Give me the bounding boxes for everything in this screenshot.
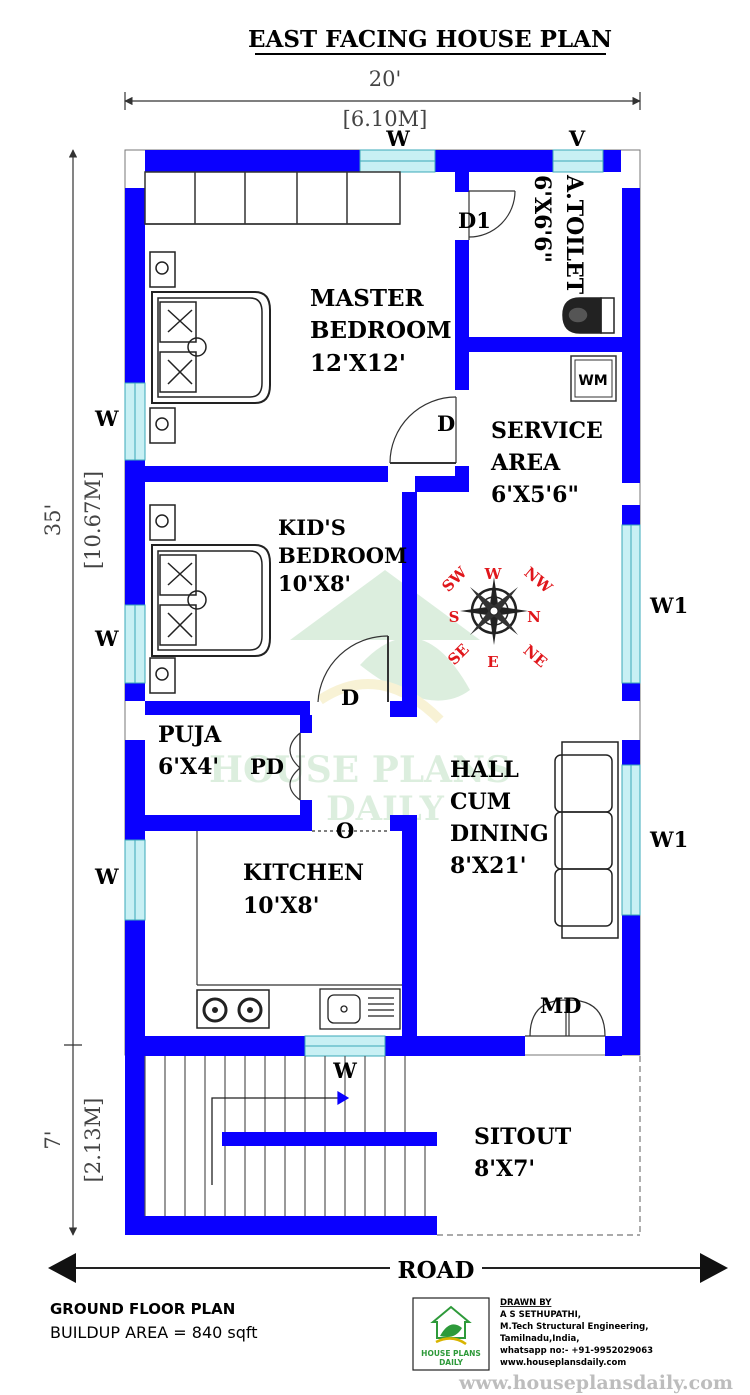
window-label-top: W xyxy=(385,126,410,151)
window-label-bottom: W xyxy=(332,1058,357,1083)
compass-nw: NW xyxy=(521,563,557,597)
window-label-left-1: W xyxy=(94,406,119,431)
wardrobe-icon xyxy=(144,171,401,225)
opening-label: O xyxy=(336,818,354,843)
sink-icon xyxy=(319,988,401,1030)
depth-m: [10.67M] xyxy=(81,471,105,569)
compass-sw: SW xyxy=(438,563,471,596)
logo-line2: DAILY xyxy=(439,1358,463,1367)
master-bedroom-name-1: MASTER xyxy=(310,285,425,312)
kitchen-label: KITCHEN 10'X8' xyxy=(243,860,364,919)
ventilator-label: V xyxy=(568,126,586,151)
sitout-m: [2.13M] xyxy=(81,1098,105,1183)
service-area-name: SERVICE xyxy=(491,418,603,444)
master-bed-icon xyxy=(149,251,271,444)
door-puja-label: PD xyxy=(250,754,284,779)
hall-name-3: DINING xyxy=(450,821,549,847)
compass-w: W xyxy=(484,565,503,583)
sitout-ft: 7' xyxy=(41,1130,65,1149)
door-kids-label: D xyxy=(341,685,359,710)
sofa-icon xyxy=(554,741,619,939)
kids-bedroom-size: 10'X8' xyxy=(278,571,351,596)
door-d1-label: D1 xyxy=(458,208,491,233)
width-dimension: 20' [6.10M] xyxy=(124,67,641,131)
kitchen-size: 10'X8' xyxy=(243,893,319,919)
kids-bedroom-label: KID'S BEDROOM 10'X8' xyxy=(278,515,407,596)
window-label-right-2: W1 xyxy=(649,827,688,852)
stove-icon xyxy=(196,989,270,1029)
kids-bed-icon xyxy=(149,504,271,694)
buildup-area: BUILDUP AREA = 840 sqft xyxy=(50,1323,258,1342)
walls xyxy=(125,150,640,1235)
washing-machine-icon: WM xyxy=(570,355,617,402)
service-area-name-2: AREA xyxy=(490,450,561,476)
toilet-label: A.TOILET 6'X6'6" xyxy=(529,174,587,295)
width-m: [6.10M] xyxy=(343,107,428,131)
compass-icon xyxy=(460,577,528,645)
hall-name-1: HALL xyxy=(450,757,519,783)
drawn-by-heading: DRAWN BY xyxy=(500,1298,552,1308)
kitchen-name: KITCHEN xyxy=(243,860,364,886)
toilet-icon xyxy=(562,297,615,334)
compass-s: S xyxy=(449,608,460,626)
watermark-url: www.houseplansdaily.com xyxy=(458,1372,733,1394)
kids-bedroom-name-1: KID'S xyxy=(278,515,346,540)
brand-logo: HOUSE PLANS DAILY xyxy=(412,1297,490,1371)
depth-dimension: 35' [10.67M] 7' [2.13M] xyxy=(41,149,105,1236)
drawn-by-qualification: M.Tech Structural Engineering, xyxy=(500,1322,648,1332)
main-door-label: MD xyxy=(540,993,581,1018)
master-bedroom-label: MASTER BEDROOM 12'X12' xyxy=(310,285,452,377)
window-label-left-2: W xyxy=(94,626,119,651)
window-label-left-3: W xyxy=(94,864,119,889)
sitout-name: SITOUT xyxy=(474,1124,572,1150)
hall-label: HALL CUM DINING 8'X21' xyxy=(450,757,549,879)
puja-size: 6'X4' xyxy=(158,754,219,780)
service-area-label: SERVICE AREA 6'X5'6" xyxy=(490,418,603,508)
sitout-boundary xyxy=(437,1056,641,1236)
depth-ft: 35' xyxy=(41,504,65,537)
compass-e: E xyxy=(487,653,498,671)
kids-bedroom-name-2: BEDROOM xyxy=(278,543,407,568)
road: ROAD xyxy=(48,1253,728,1284)
road-label: ROAD xyxy=(398,1257,475,1284)
sitout-label: SITOUT 8'X7' xyxy=(474,1124,572,1182)
puja-label: PUJA 6'X4' xyxy=(158,722,222,780)
door-master-label: D xyxy=(437,411,455,436)
service-area-size: 6'X5'6" xyxy=(491,482,579,508)
watermark-line1: HOUSE PLANS xyxy=(209,749,511,791)
master-bedroom-size: 12'X12' xyxy=(310,350,406,377)
doors xyxy=(289,190,606,1037)
hall-size: 8'X21' xyxy=(450,853,526,879)
toilet-name: A.TOILET xyxy=(561,174,587,295)
kitchen-counter xyxy=(196,831,402,986)
staircase xyxy=(144,1056,426,1216)
window-label-right-1: W1 xyxy=(649,593,688,618)
floor-label: GROUND FLOOR PLAN xyxy=(50,1300,235,1318)
compass-n: N xyxy=(527,608,541,626)
watermark-line2: DAILY xyxy=(326,789,445,829)
toilet-size: 6'X6'6" xyxy=(529,175,555,263)
puja-name: PUJA xyxy=(158,722,222,748)
width-ft: 20' xyxy=(369,67,402,91)
drawn-by-name: A S SETHUPATHI, xyxy=(500,1310,581,1320)
compass-ne: NE xyxy=(520,641,551,671)
drawn-by-block: DRAWN BY A S SETHUPATHI, M.Tech Structur… xyxy=(500,1298,653,1368)
drawn-by-location: Tamilnadu,India, xyxy=(500,1334,579,1344)
sitout-size: 8'X7' xyxy=(474,1156,535,1182)
wm-label: WM xyxy=(578,373,607,389)
hall-name-2: CUM xyxy=(450,789,511,815)
plan-title: EAST FACING HOUSE PLAN xyxy=(248,26,612,53)
drawn-by-whatsapp: whatsapp no:- +91-9952029063 xyxy=(500,1346,653,1356)
master-bedroom-name-2: BEDROOM xyxy=(310,317,452,344)
logo-line1: HOUSE PLANS xyxy=(421,1349,481,1358)
drawn-by-website: www.houseplansdaily.com xyxy=(500,1358,626,1368)
